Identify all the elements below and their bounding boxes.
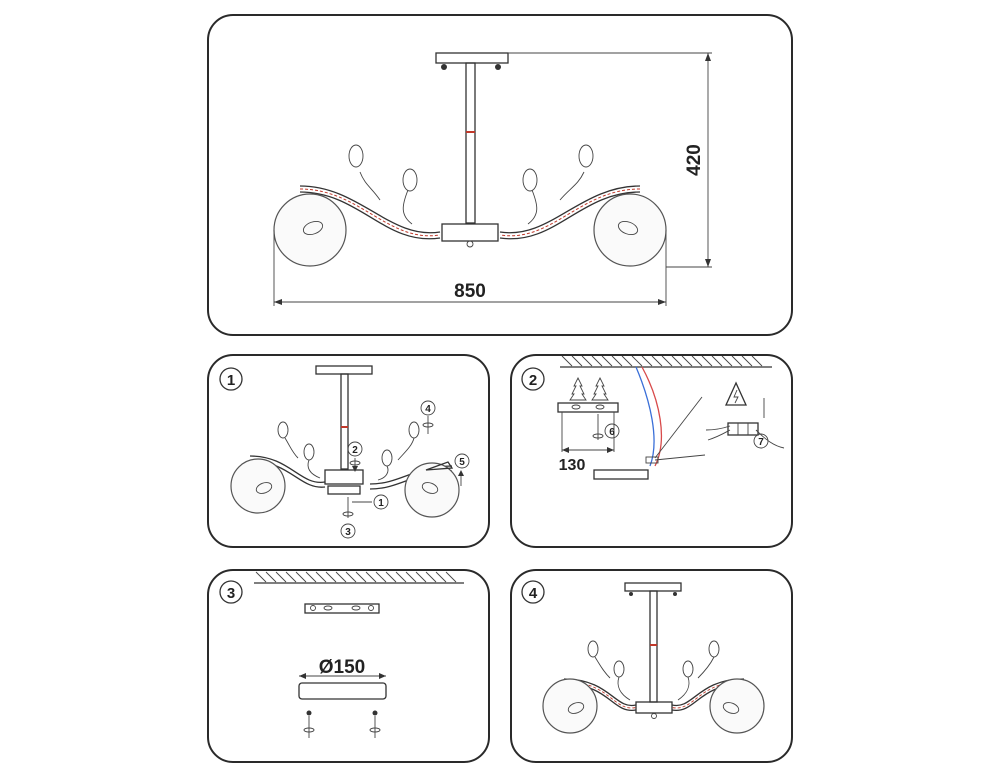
screw-icon [495,64,501,70]
step-3-badge [219,580,243,604]
leaf-branch-2 [402,168,418,225]
screw-icon [303,710,315,738]
electric-warning-icon [724,381,748,406]
height-dimension: 420 [684,144,705,176]
callout-5: 5 [454,453,470,486]
step-3-panel [207,569,490,763]
svg-text:3: 3 [345,527,351,538]
callout-3: 3 [340,497,356,539]
step-4-number: 4 [529,585,538,602]
arm-right [499,185,641,234]
leaf-branch-3 [522,168,538,225]
callout-7: 7 [753,433,769,449]
wall-plug-icon [591,376,609,401]
suspension-rod [465,62,476,224]
svg-text:6: 6 [609,427,615,438]
step-1-badge [219,367,243,391]
step-4-badge [521,580,545,604]
screw-icon [369,710,381,738]
svg-text:7: 7 [758,437,764,448]
step-2-number: 2 [529,372,537,389]
mounting-bar [304,603,380,614]
svg-text:5: 5 [459,457,465,468]
spacing-dimension: 130 [559,457,586,474]
callout-2: 2 [347,441,363,472]
terminal-block [727,422,759,436]
callout-6: 6 [604,423,620,439]
arm-left [299,185,441,234]
callout-4: 4 [420,400,436,434]
screw-icon [441,64,447,70]
rotate-arrow-icon [342,511,354,517]
leaf-branch-1 [348,144,381,201]
leaf-branch-4 [559,144,594,201]
step-1-number: 1 [227,372,235,389]
rotate-arrow-icon [422,422,434,428]
width-dimension: 850 [454,281,486,302]
diameter-dimension: Ø150 [319,657,365,678]
wall-plug-icon [569,376,587,401]
rotate-arrow-icon [592,433,604,439]
step-3-number: 3 [227,585,235,602]
svg-text:2: 2 [352,445,358,456]
step-2-badge [521,367,545,391]
rotate-arrow-icon [349,460,361,466]
svg-text:4: 4 [425,404,431,415]
canopy [593,469,649,480]
canopy [298,682,387,700]
svg-text:1: 1 [378,498,384,509]
callout-1: 1 [352,494,389,510]
mounting-bar [557,402,619,413]
